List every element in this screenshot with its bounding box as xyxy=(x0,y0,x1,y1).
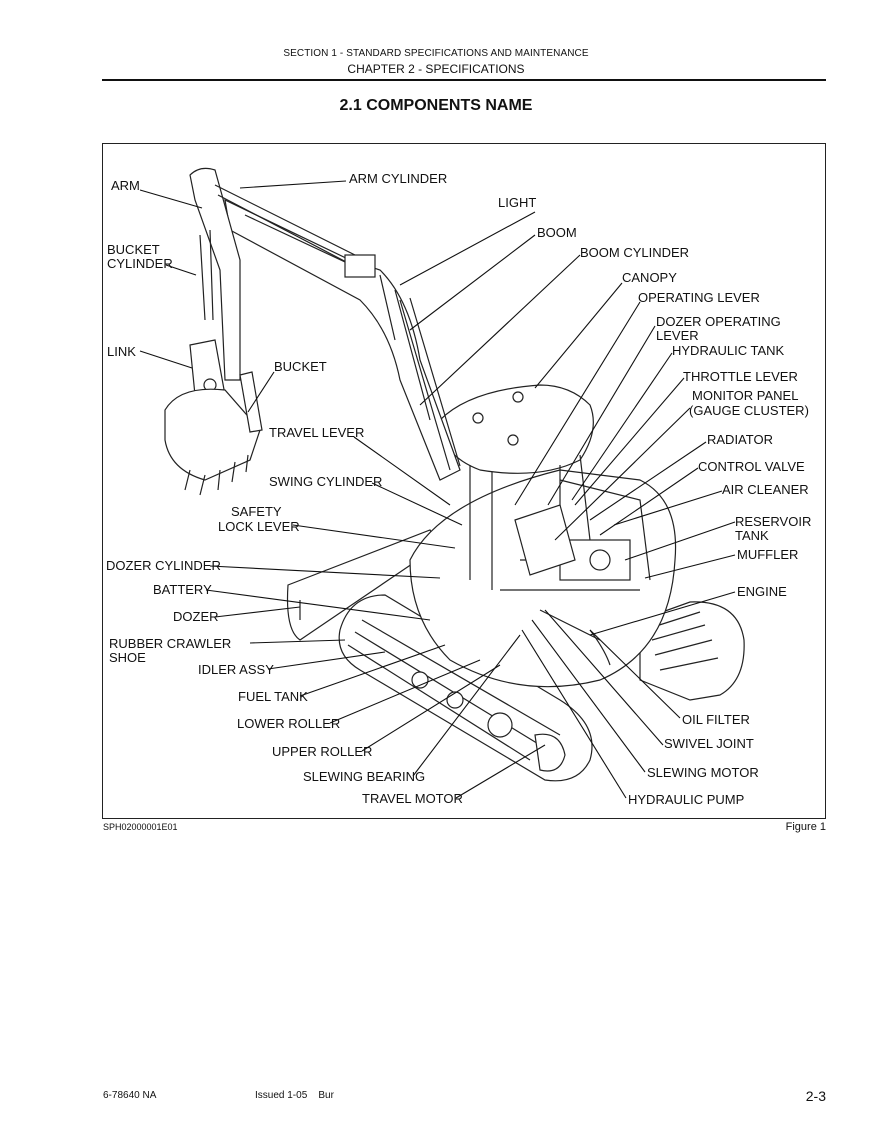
label-travel-motor: TRAVEL MOTOR xyxy=(362,791,463,806)
label-slewing-motor: SLEWING MOTOR xyxy=(647,765,759,780)
label-safety-lock-lever-1: SAFETY xyxy=(231,504,282,519)
label-throttle-lever: THROTTLE LEVER xyxy=(683,369,798,384)
figure-caption: Figure 1 xyxy=(785,821,826,833)
label-bucket-cylinder-1: BUCKET xyxy=(107,242,160,257)
label-oil-filter: OIL FILTER xyxy=(682,712,750,727)
label-swivel-joint: SWIVEL JOINT xyxy=(664,736,754,751)
label-dozer-operating-lever-2: LEVER xyxy=(656,328,699,343)
label-hydraulic-pump: HYDRAULIC PUMP xyxy=(628,792,744,807)
label-reservoir-tank-2: TANK xyxy=(735,528,769,543)
label-monitor-panel-2: (GAUGE CLUSTER) xyxy=(689,403,809,418)
leader-lines xyxy=(139,180,736,799)
label-hydraulic-tank: HYDRAULIC TANK xyxy=(672,343,785,358)
label-safety-lock-lever-2: LOCK LEVER xyxy=(218,519,300,534)
label-air-cleaner: AIR CLEANER xyxy=(722,482,809,497)
figure-frame xyxy=(102,143,826,819)
label-reservoir-tank-1: RESERVOIR xyxy=(735,514,811,529)
chapter-header: CHAPTER 2 - SPECIFICATIONS xyxy=(347,62,525,76)
label-fuel-tank: FUEL TANK xyxy=(238,689,308,704)
label-upper-roller: UPPER ROLLER xyxy=(272,744,372,759)
label-swing-cylinder: SWING CYLINDER xyxy=(269,474,382,489)
section-header: SECTION 1 - STANDARD SPECIFICATIONS AND … xyxy=(283,48,589,59)
label-rubber-crawler-shoe-2: SHOE xyxy=(109,650,146,665)
figure-id: SPH02000001E01 xyxy=(103,822,178,832)
label-boom-cylinder: BOOM CYLINDER xyxy=(580,245,689,260)
label-slewing-bearing: SLEWING BEARING xyxy=(303,769,425,784)
label-dozer: DOZER xyxy=(173,609,219,624)
label-lower-roller: LOWER ROLLER xyxy=(237,716,340,731)
label-dozer-operating-lever-1: DOZER OPERATING xyxy=(656,314,781,329)
label-travel-lever: TRAVEL LEVER xyxy=(269,425,364,440)
label-monitor-panel-1: MONITOR PANEL xyxy=(692,388,798,403)
label-light: LIGHT xyxy=(498,195,536,210)
header-rule xyxy=(102,79,826,81)
label-dozer-cylinder: DOZER CYLINDER xyxy=(106,558,221,573)
label-arm: ARM xyxy=(111,178,140,193)
label-control-valve: CONTROL VALVE xyxy=(698,459,805,474)
label-bucket: BUCKET xyxy=(274,359,327,374)
label-operating-lever: OPERATING LEVER xyxy=(638,290,760,305)
label-boom: BOOM xyxy=(537,225,577,240)
label-arm-cylinder: ARM CYLINDER xyxy=(349,171,447,186)
label-rubber-crawler-shoe-1: RUBBER CRAWLER xyxy=(109,636,231,651)
label-idler-assy: IDLER ASSY xyxy=(198,662,274,677)
label-bucket-cylinder-2: CYLINDER xyxy=(107,256,173,271)
footer-issued: Issued 1-05 Bur xyxy=(255,1090,334,1101)
label-engine: ENGINE xyxy=(737,584,787,599)
footer-page-number: 2-3 xyxy=(805,1088,826,1104)
footer-doc-number: 6-78640 NA xyxy=(103,1090,157,1101)
label-battery: BATTERY xyxy=(153,582,212,597)
label-canopy: CANOPY xyxy=(622,270,677,285)
label-link: LINK xyxy=(107,344,136,359)
label-radiator: RADIATOR xyxy=(707,432,773,447)
page-title: 2.1 COMPONENTS NAME xyxy=(339,97,533,114)
component-labels: ARM ARM CYLINDER LIGHT BOOM BOOM CYLINDE… xyxy=(106,171,811,807)
excavator-drawing xyxy=(164,167,745,782)
label-muffler: MUFFLER xyxy=(737,547,798,562)
